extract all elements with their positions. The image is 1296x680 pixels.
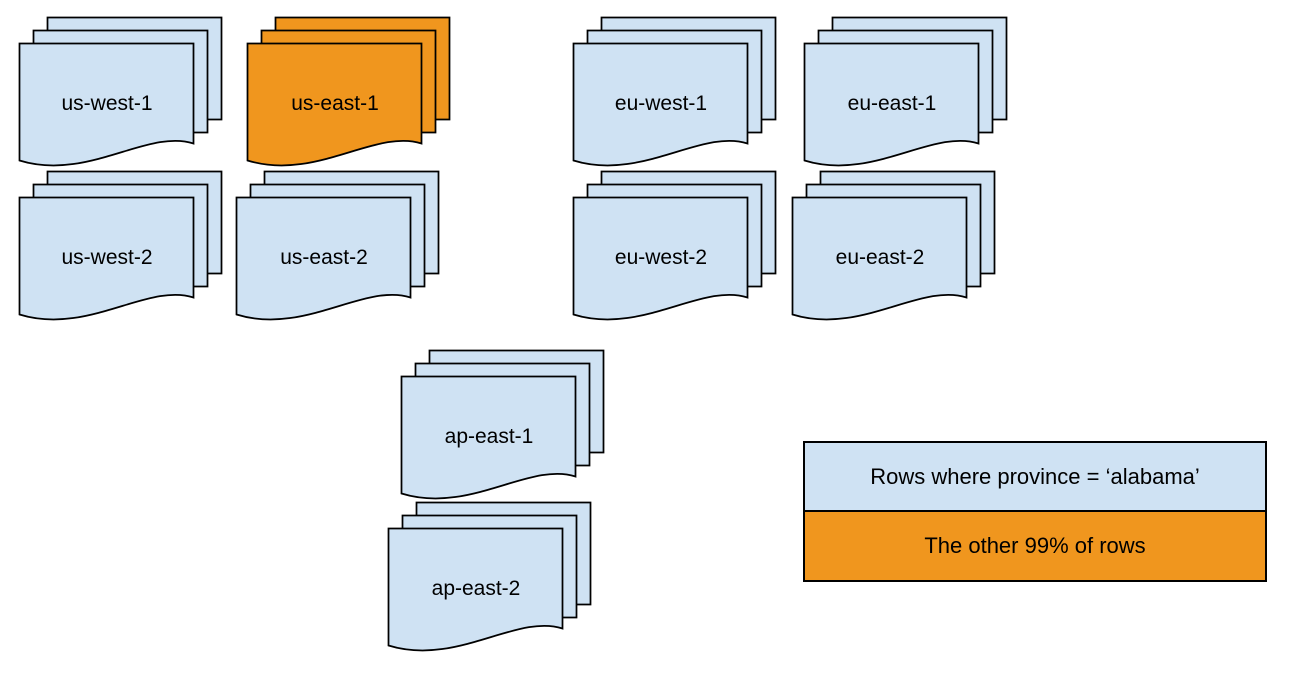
region-stack-eu-east-2: eu-east-2 bbox=[791, 170, 996, 324]
region-label: eu-west-1 bbox=[614, 92, 708, 115]
region-stack-ap-east-2: ap-east-2 bbox=[387, 501, 592, 655]
legend-row-label: The other 99% of rows bbox=[924, 533, 1146, 558]
region-label: eu-east-1 bbox=[847, 92, 937, 115]
legend-row-label: Rows where province = ‘alabama’ bbox=[870, 463, 1200, 489]
legend-row-other-rows: The other 99% of rows bbox=[805, 512, 1265, 580]
region-label: us-east-1 bbox=[291, 92, 379, 115]
region-stack-us-east-2: us-east-2 bbox=[235, 170, 440, 324]
region-stack-eu-east-1: eu-east-1 bbox=[803, 16, 1008, 170]
region-label: us-east-2 bbox=[280, 246, 368, 269]
region-label: us-west-1 bbox=[61, 92, 153, 115]
region-label: us-west-2 bbox=[61, 246, 153, 269]
region-label: eu-east-2 bbox=[835, 246, 925, 269]
documents-stack-icon bbox=[803, 16, 1008, 167]
documents-stack-icon bbox=[791, 170, 996, 321]
region-stack-us-west-1: us-west-1 bbox=[18, 16, 223, 170]
documents-stack-icon bbox=[572, 170, 777, 321]
legend: Rows where province = ‘alabama’ The othe… bbox=[803, 441, 1267, 582]
region-stack-us-east-1: us-east-1 bbox=[246, 16, 451, 170]
legend-row-partition-rows: Rows where province = ‘alabama’ bbox=[805, 443, 1265, 512]
region-stack-eu-west-2: eu-west-2 bbox=[572, 170, 777, 324]
documents-stack-icon bbox=[400, 349, 605, 500]
region-stack-eu-west-1: eu-west-1 bbox=[572, 16, 777, 170]
documents-stack-icon bbox=[572, 16, 777, 167]
documents-stack-icon bbox=[387, 501, 592, 652]
region-stack-ap-east-1: ap-east-1 bbox=[400, 349, 605, 503]
documents-stack-icon bbox=[235, 170, 440, 321]
region-label: ap-east-1 bbox=[444, 425, 534, 448]
documents-stack-icon bbox=[18, 16, 223, 167]
region-stack-us-west-2: us-west-2 bbox=[18, 170, 223, 324]
documents-stack-icon bbox=[246, 16, 451, 167]
documents-stack-icon bbox=[18, 170, 223, 321]
region-label: eu-west-2 bbox=[614, 246, 708, 269]
region-label: ap-east-2 bbox=[431, 577, 521, 600]
